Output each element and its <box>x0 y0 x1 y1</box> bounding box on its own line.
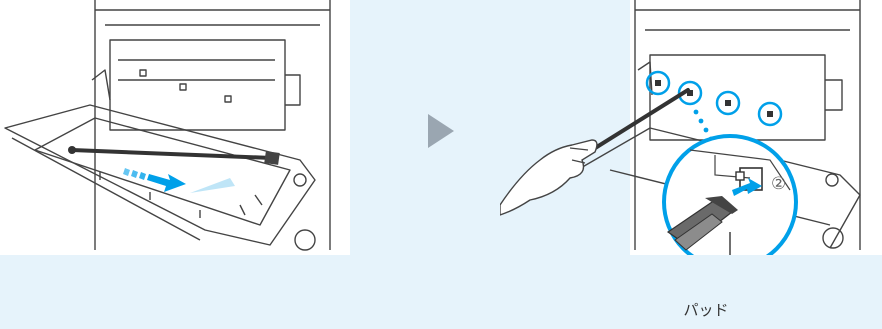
play-triangle-icon <box>428 114 454 148</box>
step-number-label: ② <box>771 174 786 194</box>
pad-insertion-illustration: ② <box>500 0 882 255</box>
pad-callout-label: パッド <box>676 300 736 320</box>
printer-cleaning-rod-illustration <box>0 0 350 255</box>
